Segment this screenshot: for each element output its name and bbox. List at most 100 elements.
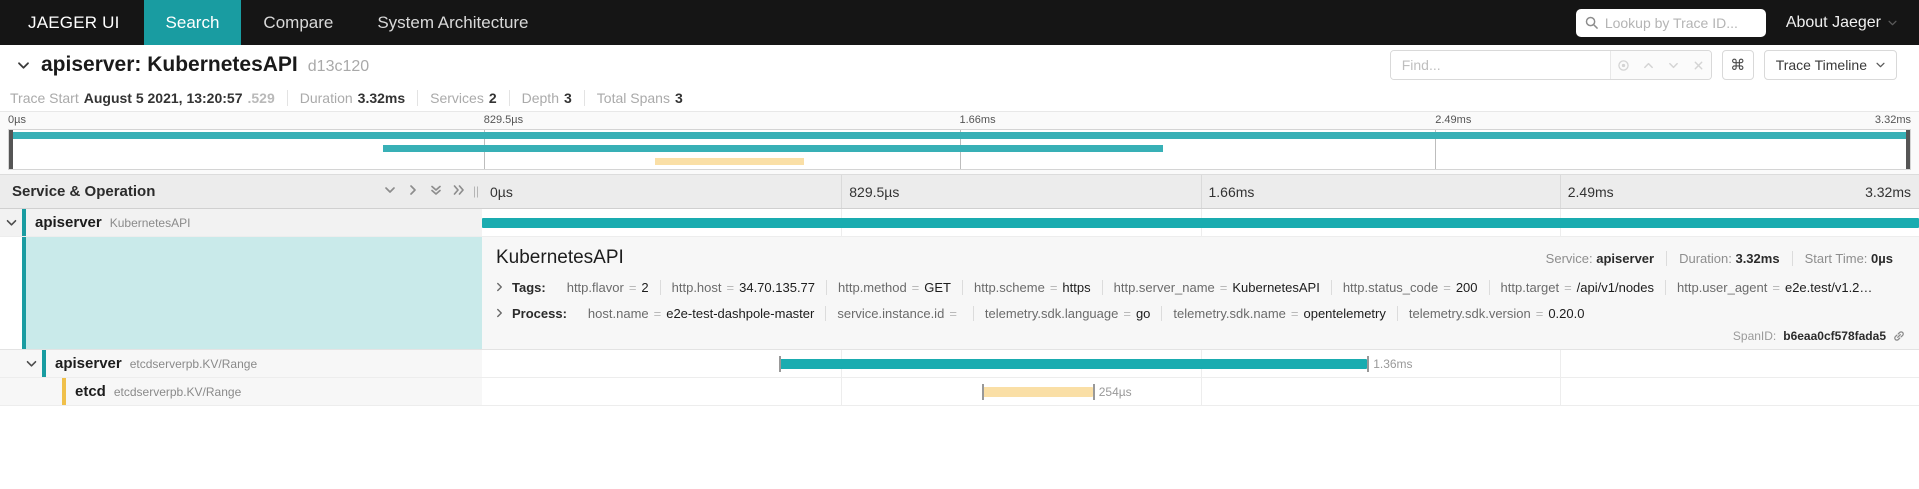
kv-key: http.target — [1500, 280, 1560, 295]
span-id-value: b6eaa0cf578fada5 — [1783, 329, 1886, 343]
kv-value: opentelemetry — [1303, 306, 1386, 321]
brand-logo[interactable]: JAEGER UI — [28, 12, 120, 32]
timeline-tick-label: 0µs — [490, 184, 513, 200]
keyboard-shortcuts-button[interactable]: ⌘ — [1721, 50, 1754, 80]
kv-key: http.status_code — [1342, 280, 1439, 295]
service-operation-column-header: Service & Operation — [0, 175, 482, 208]
kv-equals: = — [628, 280, 637, 295]
meta-trace-start-ms: .529 — [247, 90, 275, 106]
kv-key: http.host — [671, 280, 722, 295]
span-expand-chevron-icon[interactable] — [20, 360, 42, 368]
meta-duration-label: Duration — [299, 90, 353, 106]
meta-services: Services 2 — [417, 90, 508, 106]
span-duration-bar[interactable] — [982, 387, 1093, 397]
span-duration-label: 1.36ms — [1373, 357, 1413, 371]
key-value-pair: telemetry.sdk.name=opentelemetry — [1161, 306, 1396, 321]
collapse-trace-chevron-icon[interactable] — [17, 61, 30, 70]
timeline-tick-label: 1.66ms — [1208, 184, 1255, 200]
search-icon — [1585, 16, 1598, 29]
kv-key: http.method — [838, 280, 907, 295]
view-mode-select[interactable]: Trace Timeline — [1763, 50, 1897, 80]
collapse-all-icon[interactable] — [429, 183, 443, 201]
about-jaeger-menu[interactable]: About Jaeger — [1786, 14, 1897, 32]
span-service-name: apiserver — [55, 355, 122, 372]
key-value-pair: http.status_code=200 — [1330, 280, 1489, 295]
find-prev-button[interactable] — [1636, 51, 1661, 79]
key-value-pair: http.host = 34.70.135.77 — [659, 280, 826, 295]
nav-item-compare[interactable]: Compare — [263, 12, 334, 32]
minimap-span-bar — [655, 158, 804, 165]
detail-start-time-label: Start Time: — [1804, 251, 1868, 266]
kv-value: 2 — [641, 280, 649, 295]
link-icon[interactable] — [1893, 330, 1905, 342]
find-focus-button[interactable] — [1611, 51, 1636, 79]
span-row-timeline-cell[interactable] — [482, 209, 1919, 236]
span-bar-end-marker — [1367, 356, 1370, 372]
nav-item-search[interactable]: Search — [143, 0, 242, 45]
kv-equals: = — [1443, 280, 1451, 295]
trace-title-text: apiserver: KubernetesAPI — [41, 53, 298, 76]
service-color-bar — [62, 378, 66, 405]
kv-key: http.scheme — [974, 280, 1045, 295]
trace-id-input[interactable] — [1604, 14, 1757, 31]
kv-equals: = — [1564, 280, 1572, 295]
find-next-button[interactable] — [1661, 51, 1686, 79]
key-value-pair: service.instance.id= — [825, 306, 973, 321]
detail-duration-value: 3.32ms — [1735, 251, 1780, 266]
minimap-span-bar — [9, 132, 1910, 139]
expand-all-icon[interactable] — [452, 183, 466, 201]
expand-one-icon[interactable] — [406, 183, 420, 201]
span-duration-bar[interactable] — [482, 218, 1919, 228]
minimap-tick: 0µs — [8, 114, 26, 126]
key-value-pair: http.target=/api/v1/nodes — [1488, 280, 1665, 295]
span-row-timeline-cell[interactable]: 1.36ms — [482, 350, 1919, 377]
find-box[interactable] — [1389, 50, 1712, 80]
kv-value: 34.70.135.77 — [739, 280, 816, 295]
detail-duration: Duration: 3.32ms — [1666, 251, 1791, 266]
kv-value: GET — [924, 280, 951, 295]
meta-total-spans: Total Spans 3 — [583, 90, 695, 106]
meta-duration-value: 3.32ms — [357, 90, 406, 106]
detail-service: Service: apiserver — [1534, 251, 1666, 266]
trace-id-lookup[interactable] — [1575, 8, 1766, 37]
span-service-name: apiserver — [35, 214, 102, 231]
trace-header-actions: ⌘ Trace Timeline — [1389, 50, 1897, 80]
detail-operation-title: KubernetesAPI — [496, 247, 624, 268]
span-row-timeline-cell[interactable]: 254µs — [482, 378, 1919, 405]
collapse-one-icon[interactable] — [383, 183, 397, 201]
timeline-tick-label: 3.32ms — [1865, 184, 1911, 200]
find-input[interactable] — [1390, 51, 1610, 79]
minimap-viewport[interactable] — [8, 129, 1911, 170]
span-expand-chevron-icon[interactable] — [0, 219, 22, 227]
span-duration-bar[interactable] — [779, 359, 1368, 369]
kv-equals: = — [1290, 306, 1299, 321]
minimap-drag-handle-right[interactable] — [1906, 130, 1910, 169]
chevron-right-icon[interactable] — [496, 306, 512, 321]
key-value-pair: telemetry.sdk.version=0.20.0 — [1396, 306, 1596, 321]
kv-key: telemetry.sdk.language — [984, 306, 1119, 321]
span-process-row[interactable]: Process:host.name=e2e-test-dashpole-mast… — [496, 306, 1905, 321]
minimap-drag-handle-left[interactable] — [9, 130, 13, 169]
find-clear-button[interactable] — [1686, 51, 1711, 79]
nav-item-system-architecture[interactable]: System Architecture — [377, 12, 529, 32]
minimap-gridline — [1434, 130, 1436, 169]
kv-equals: = — [726, 280, 735, 295]
key-value-pair: host.name=e2e-test-dashpole-master — [577, 306, 825, 321]
chevron-right-icon[interactable] — [496, 280, 512, 295]
column-resizer-handle[interactable] — [474, 186, 480, 197]
timeline-tick-label: 829.5µs — [849, 184, 900, 200]
span-bar-start-marker — [779, 356, 782, 372]
kv-value: e2e-test-dashpole-master — [666, 306, 815, 321]
span-tags-row-label: Tags: — [512, 280, 546, 295]
